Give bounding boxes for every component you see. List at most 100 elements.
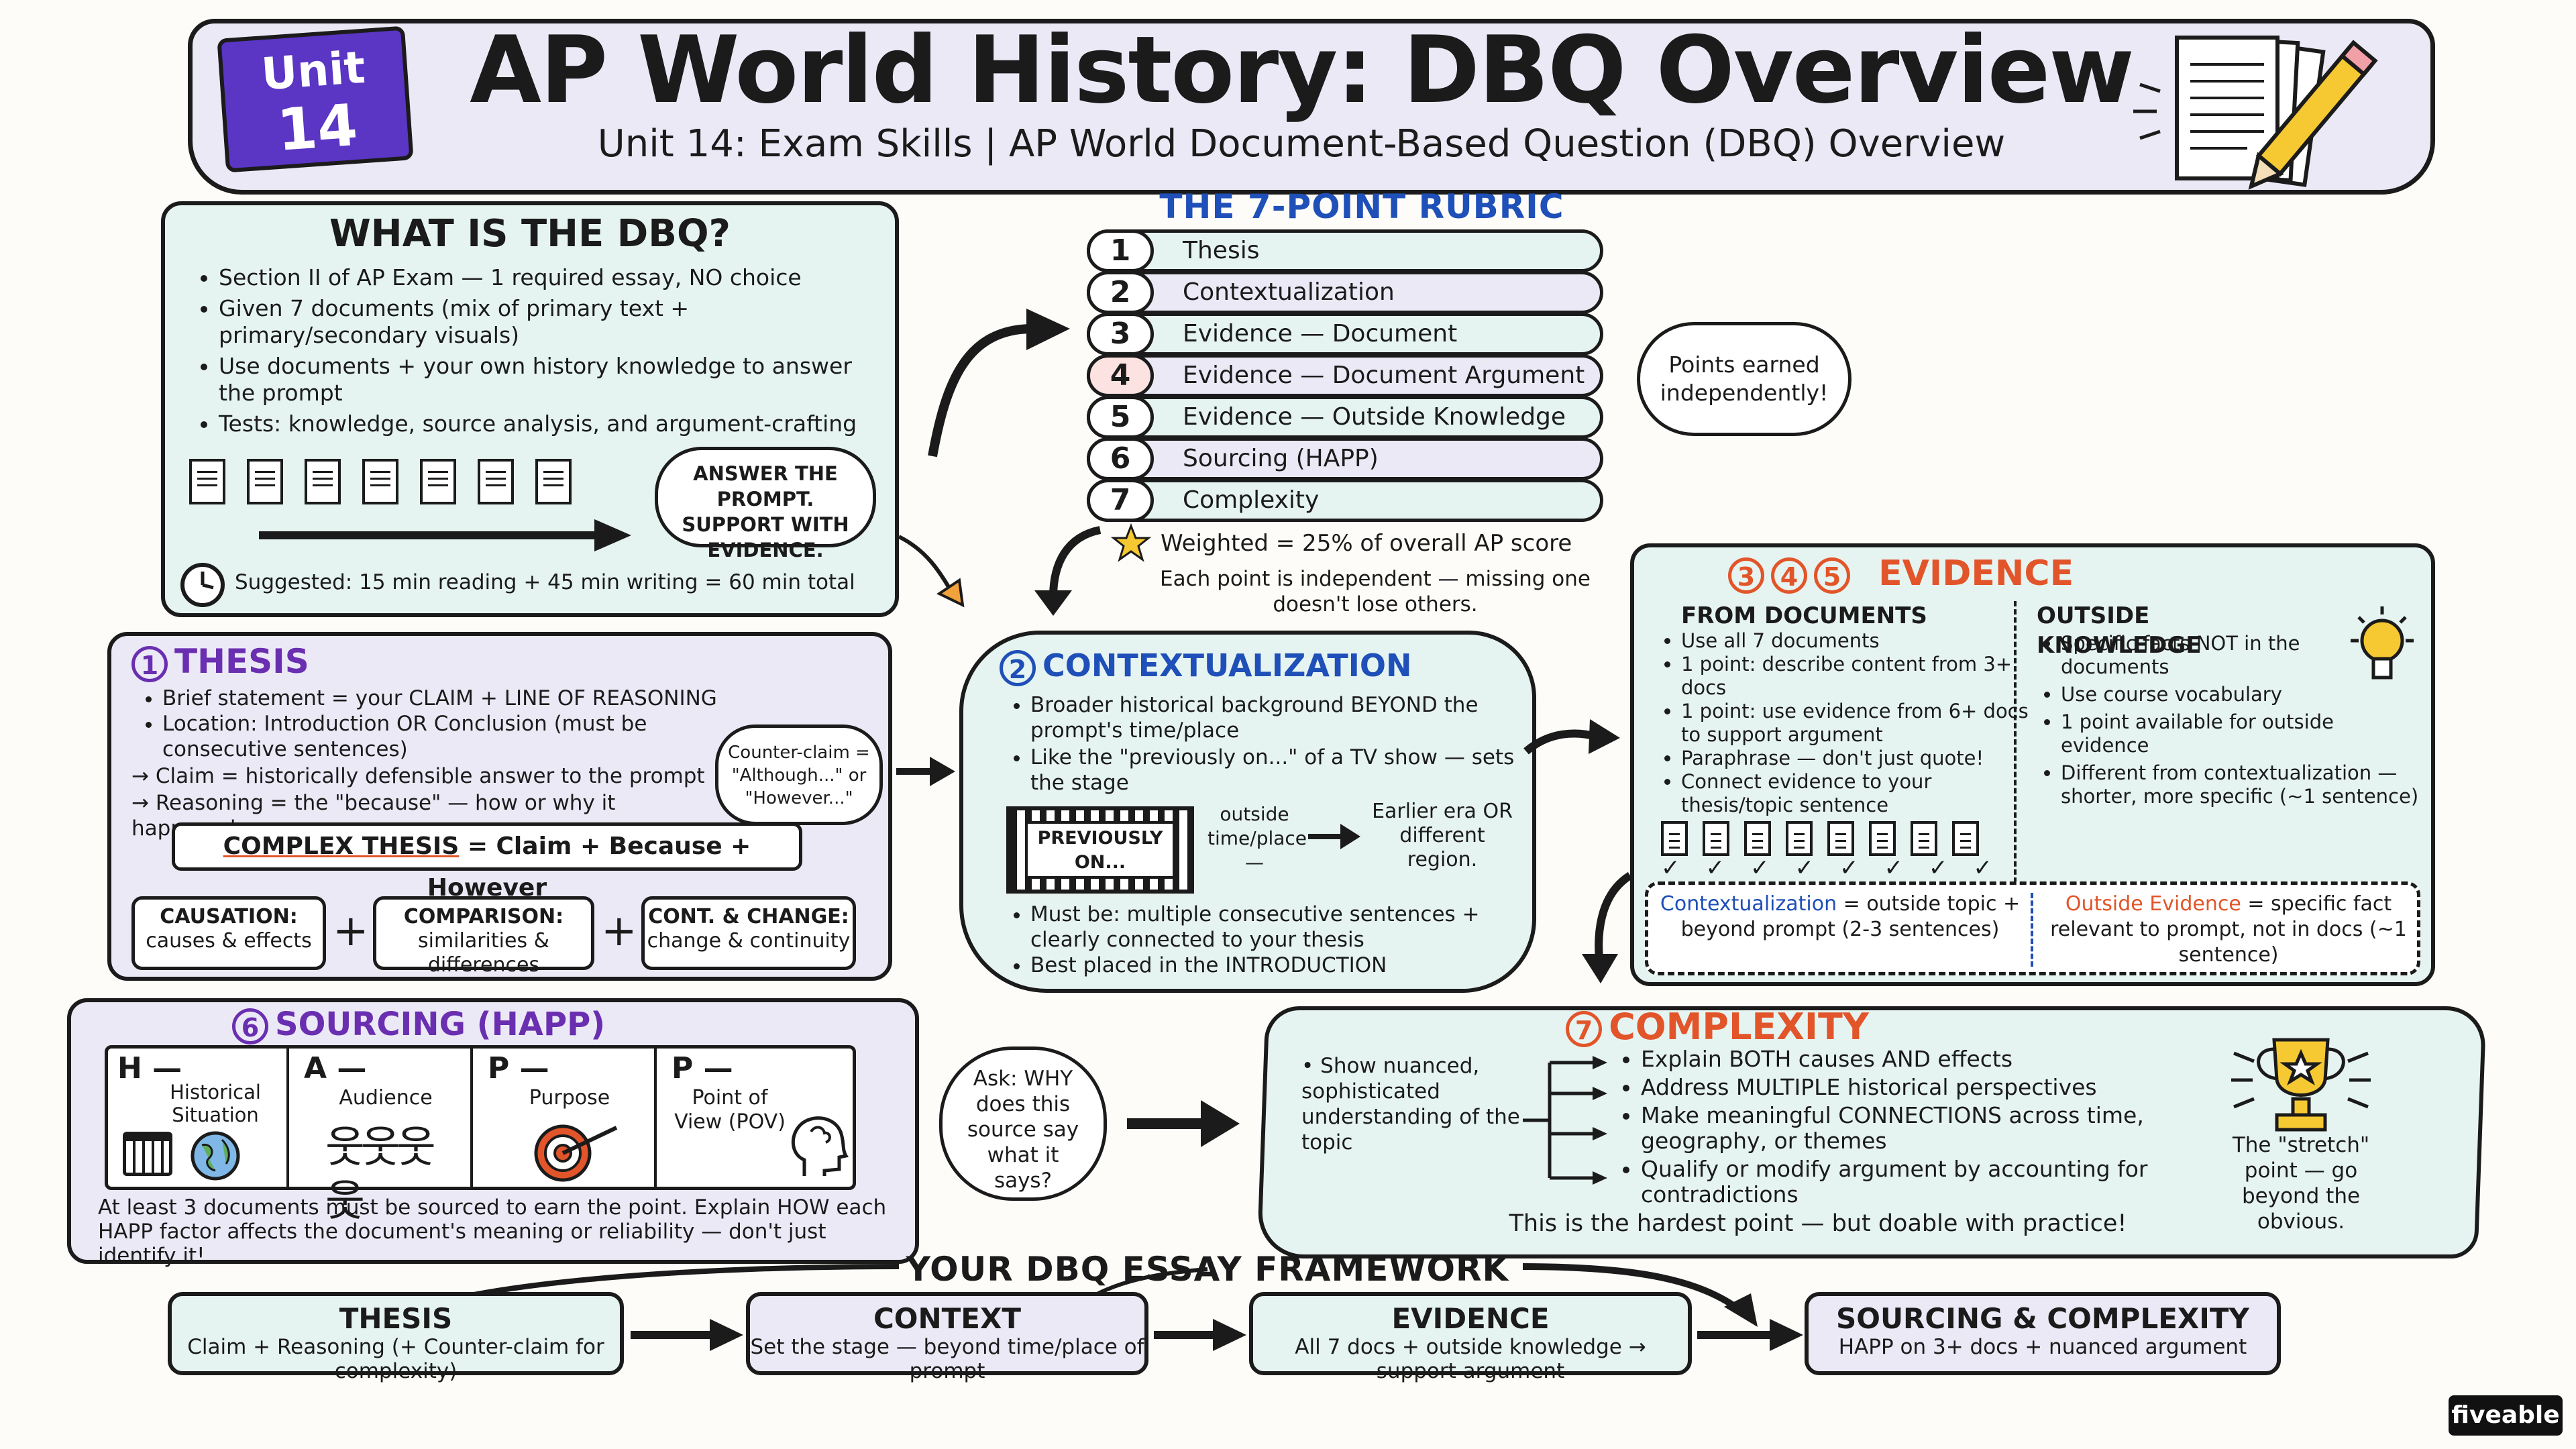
- checked-documents: [1661, 821, 2010, 875]
- arrow-right-icon: →: [131, 791, 156, 815]
- arrow-to-rubric: [928, 309, 1070, 458]
- what-is-dbq-list: Section II of AP Exam — 1 required essay…: [188, 264, 875, 437]
- happ-letter: P —: [672, 1051, 733, 1085]
- from-docs-list: Use all 7 documents 1 point: describe co…: [1650, 629, 2030, 817]
- document-icon: [1911, 821, 1937, 856]
- framework-step-context: CONTEXT Set the stage — beyond time/plac…: [746, 1292, 1148, 1383]
- evidence-title: EVIDENCE: [1878, 553, 2074, 594]
- bullet-dot: •: [1301, 1054, 1321, 1078]
- context-list: Broader historical background BEYOND the…: [1000, 692, 1540, 796]
- arrow-thesis-to-context: [896, 757, 955, 786]
- evidence-number: 3: [1728, 557, 1764, 594]
- tv-label: PREVIOUSLY ON...: [1025, 821, 1175, 879]
- list-item: Best placed in the INTRODUCTION: [1030, 953, 1540, 978]
- framework-step-text: Set the stage — beyond time/place of pro…: [750, 1335, 1144, 1383]
- fiveable-logo: fiveable: [2449, 1395, 2563, 1436]
- list-item: 1 point: use evidence from 6+ docs to su…: [1681, 700, 2030, 747]
- happ-label: Purpose: [529, 1086, 610, 1110]
- header-banner: [188, 19, 2435, 195]
- plus-sign: +: [333, 906, 369, 956]
- evidence-divider: [2014, 601, 2017, 883]
- list-item: Given 7 documents (mix of primary text +…: [219, 295, 875, 349]
- list-item: Use course vocabulary: [2061, 683, 2450, 706]
- from-docs-title: FROM DOCUMENTS: [1681, 602, 1927, 629]
- outside-def: = specific fact relevant to prompt, not …: [2050, 892, 2407, 967]
- list-item: Use documents + your own history knowled…: [219, 353, 875, 407]
- happ-letter: P —: [488, 1051, 549, 1085]
- thesis-title: THESIS: [174, 642, 309, 681]
- comparison-box: COMPARISON: similarities & differences: [373, 896, 594, 977]
- list-item: Qualify or modify argument by accounting…: [1641, 1157, 2178, 1208]
- rubric-label: Contextualization: [1183, 278, 1395, 306]
- sourcing-title: SOURCING (HAPP): [275, 1006, 606, 1043]
- document-icon: [420, 459, 456, 504]
- sourcing-note: At least 3 documents must be sourced to …: [98, 1195, 887, 1268]
- document-icons: [189, 459, 659, 513]
- dash-label: —: [1245, 851, 1264, 873]
- complexity-lead-text: Show nuanced, sophisticated understandin…: [1301, 1054, 1520, 1155]
- list-item: Tests: knowledge, source analysis, and a…: [219, 411, 875, 437]
- evidence-panel: 345 EVIDENCE FROM DOCUMENTS Use all 7 do…: [1630, 543, 2435, 986]
- happ-letter: A —: [304, 1051, 367, 1085]
- context-key: Contextualization: [1660, 892, 1837, 916]
- list-item: Different from contextualization — short…: [2061, 761, 2450, 808]
- lightbulb-icon: [2351, 606, 2414, 680]
- weighted-score: Weighted = 25% of overall AP score: [1161, 530, 1572, 557]
- continuity-box: CONT. & CHANGE: change & continuity: [641, 896, 856, 970]
- answer-bubble: ANSWER THE PROMPT. SUPPORT WITH EVIDENCE…: [655, 447, 876, 561]
- audience-icon: 웃웃웃웃: [325, 1123, 436, 1226]
- happ-col-p2: P — Point of View (POV): [659, 1049, 854, 1187]
- tv-icon: PREVIOUSLY ON...: [1006, 806, 1194, 894]
- rubric-number: 2: [1087, 271, 1154, 314]
- rubric-title: THE 7-POINT RUBRIC: [1159, 187, 1564, 226]
- list-item: Specific facts NOT in the documents: [2061, 632, 2343, 679]
- arrow-right-icon: →: [131, 764, 156, 788]
- happ-table: H — Historical Situation A — Audience 웃웃…: [105, 1045, 856, 1226]
- context-def: = outside topic + beyond prompt (2-3 sen…: [1680, 892, 2021, 941]
- branch-arrows-icon: [1523, 1056, 1607, 1185]
- page-subtitle: Unit 14: Exam Skills | AP World Document…: [597, 122, 2006, 166]
- context-vs: Contextualization = outside topic + beyo…: [1659, 892, 2021, 943]
- document-icon: [535, 459, 572, 504]
- rubric-number: 5: [1087, 396, 1154, 439]
- arrow-context-to-evidence: [1523, 719, 1620, 755]
- target-icon: [534, 1124, 618, 1182]
- document-icon: [362, 459, 398, 504]
- list-item: Must be: multiple consecutive sentences …: [1030, 902, 1540, 953]
- framework-title: YOUR DBQ ESSAY FRAMEWORK: [906, 1250, 1509, 1289]
- framework-step-title: THESIS: [339, 1302, 453, 1335]
- framework-step-evidence: EVIDENCE All 7 docs + outside knowledge …: [1249, 1292, 1692, 1383]
- causation-title: CAUSATION:: [160, 905, 298, 928]
- causation-text: causes & effects: [146, 929, 312, 953]
- head-icon: [791, 1116, 849, 1176]
- evidence-number: 4: [1771, 557, 1807, 594]
- checkmarks-icon: ✓✓✓✓✓✓✓✓: [1661, 855, 2018, 881]
- document-icon: [247, 459, 283, 504]
- thesis-reasoning-line: → Reasoning = the "because" — how or why…: [131, 790, 708, 841]
- outside-vs: Outside Evidence = specific fact relevan…: [2044, 892, 2413, 968]
- complexity-number: 7: [1566, 1011, 1603, 1048]
- happ-col-p1: P — Purpose: [476, 1049, 657, 1187]
- outside-label: outside time/place: [1208, 803, 1307, 849]
- rubric-number: 1: [1087, 229, 1154, 272]
- document-icon: [1744, 821, 1771, 856]
- comparison-text: similarities & differences: [417, 929, 550, 977]
- list-item: 1 point: describe content from 3+ docs: [1681, 653, 2030, 700]
- rubric-label: Complexity: [1183, 486, 1320, 514]
- clock-icon: [180, 563, 225, 607]
- arrow-to-context: [898, 535, 965, 608]
- framework-step-title: SOURCING & COMPLEXITY: [1836, 1302, 2249, 1335]
- continuity-text: change & continuity: [647, 929, 851, 953]
- happ-col-a: A — Audience 웃웃웃웃: [292, 1049, 473, 1226]
- rubric-note: Each point is independent — missing one …: [1160, 567, 1591, 616]
- calendar-icon: [123, 1132, 172, 1176]
- arrow-right-icon: [631, 1319, 743, 1351]
- framework-step-text: All 7 docs + outside knowledge → support…: [1295, 1335, 1646, 1383]
- framework-step-title: EVIDENCE: [1391, 1302, 1550, 1335]
- plus-sign: +: [601, 906, 637, 956]
- era-label: Earlier era OR different region.: [1372, 800, 1513, 871]
- happ-label: Audience: [339, 1086, 433, 1110]
